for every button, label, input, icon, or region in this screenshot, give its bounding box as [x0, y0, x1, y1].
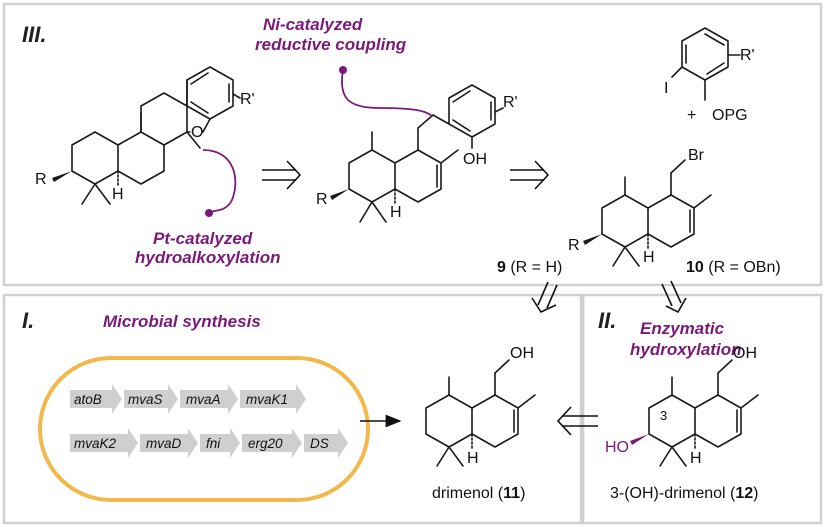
- atom-oh-b: OH: [463, 151, 487, 168]
- atom-rprime-a: R': [240, 91, 255, 108]
- retro-arrow-2: [510, 160, 550, 190]
- retro-arrow-to-oh-drimenol: [661, 280, 687, 314]
- structure-allyl-bromide: [583, 159, 712, 267]
- gene-label-mvaa: mvaA: [186, 392, 221, 407]
- atom-ho-12: HO: [605, 439, 629, 456]
- atom-h-12: H: [690, 450, 702, 467]
- pathway-capsule: [38, 356, 370, 502]
- gene-arrow-atob: [70, 384, 122, 414]
- atom-i: I: [664, 80, 668, 97]
- gene-label-mvad: mvaD: [146, 436, 182, 451]
- caption-drimenol: drimenol (11): [432, 485, 525, 502]
- gene-label-mvas: mvaS: [128, 392, 163, 407]
- enzymatic-line1: Enzymatic: [640, 319, 725, 338]
- gene-label-ds: DS: [310, 436, 329, 451]
- atom-h-11: H: [467, 450, 479, 467]
- panel-i-border: [2, 293, 583, 525]
- pt-annotation-dot: [205, 209, 213, 217]
- gene-label-mvak1: mvaK1: [246, 392, 288, 407]
- atom-r-a: R: [35, 171, 47, 188]
- panel-iii-label: III.: [22, 22, 46, 47]
- gene-arrow-ds: [304, 428, 348, 458]
- retro-arrow-to-drimenol: [531, 281, 558, 314]
- atom-o-a: O: [191, 124, 203, 141]
- gene-label-fni: fni: [206, 436, 221, 451]
- atom-oh-11: OH: [510, 345, 534, 362]
- atom-r-c: R: [568, 237, 580, 254]
- panel-ii-border: [581, 293, 823, 525]
- structure-tetracycle: [52, 66, 241, 205]
- gene-arrow-fni: [200, 428, 240, 458]
- caption-compound-10: 10 (R = OBn): [686, 259, 781, 276]
- ni-annotation-line1: Ni-catalyzed: [263, 15, 363, 34]
- gene-arrow-mvad: [140, 428, 198, 458]
- gene-row-1: [70, 384, 306, 414]
- panel-ii-label: II.: [598, 308, 616, 333]
- gene-arrow-mvaa: [180, 384, 238, 414]
- pt-annotation-line: [202, 149, 237, 213]
- atom-h-c: H: [643, 249, 655, 266]
- atom-position-3: 3: [660, 408, 667, 423]
- pt-annotation-line1: Pt-catalyzed: [153, 229, 253, 248]
- structure-oh-drimenol: [630, 359, 759, 467]
- gene-label-erg20: erg20: [248, 436, 283, 451]
- panel-i-label: I.: [22, 308, 34, 333]
- atom-rprime-c: R': [740, 47, 755, 64]
- gene-row-2: [70, 428, 348, 458]
- atom-h-a: H: [112, 186, 124, 203]
- structure-drimenol: [425, 359, 536, 467]
- ni-annotation-line2: reductive coupling: [255, 35, 407, 54]
- caption-compound-9: 9 (R = H): [497, 259, 562, 276]
- gene-label-atob: atoB: [74, 392, 102, 407]
- plus-sign: +: [687, 107, 696, 124]
- caption-oh-drimenol: 3-(OH)-drimenol (12): [610, 485, 758, 502]
- atom-br: Br: [688, 147, 705, 164]
- atom-rprime-b: R': [503, 94, 518, 111]
- gene-arrow-erg20: [242, 428, 302, 458]
- gene-arrow-mvak2: [70, 428, 138, 458]
- retro-arrow-1: [262, 160, 302, 190]
- atom-opg: OPG: [712, 107, 748, 124]
- ni-annotation-line: [341, 69, 433, 117]
- gene-arrow-mvas: [124, 384, 178, 414]
- atom-h-b: H: [390, 204, 402, 221]
- structure-coupled-phenol: [330, 84, 504, 223]
- atom-oh-12: OH: [733, 345, 757, 362]
- gene-label-mvak2: mvaK2: [74, 436, 117, 451]
- enzymatic-line2: hydroxylation: [630, 340, 741, 359]
- gene-arrow-mvak1: [240, 384, 306, 414]
- retro-arrow-12-to-11: [556, 406, 598, 436]
- microbial-title: Microbial synthesis: [103, 312, 261, 331]
- pt-annotation-line2: hydroalkoxylation: [135, 248, 280, 267]
- atom-r-b: R: [316, 191, 328, 208]
- panel-iii-border: [2, 2, 823, 287]
- structure-aryl-iodide: [671, 27, 741, 101]
